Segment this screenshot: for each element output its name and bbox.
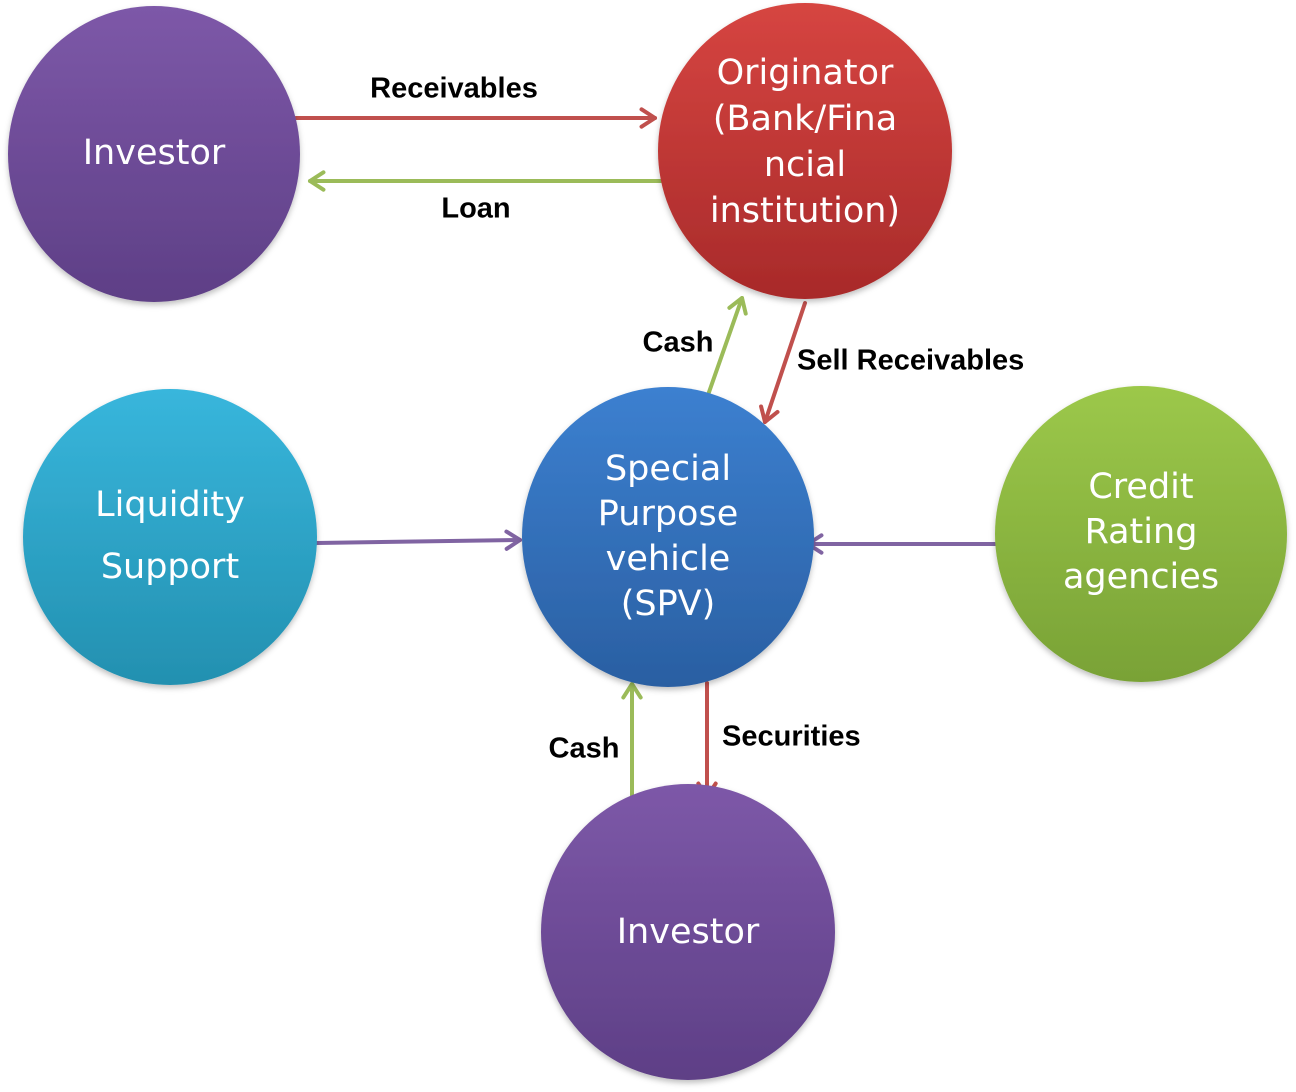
node-circle <box>995 386 1287 682</box>
arrowhead-icon <box>621 682 643 700</box>
node-label: Investor <box>617 912 760 952</box>
node-circle <box>541 784 835 1080</box>
edge-line <box>706 296 744 397</box>
node-circle <box>23 389 317 685</box>
node-investor-top: Investor <box>8 6 300 302</box>
edge-label-cash-up: Cash <box>643 327 714 359</box>
node-label: institution) <box>710 191 900 231</box>
arrowhead-icon <box>639 107 657 129</box>
edges-layer <box>294 107 997 802</box>
edge-liquidity-to-spv <box>315 529 522 551</box>
node-label: Investor <box>83 133 226 173</box>
node-label: Originator <box>717 53 894 93</box>
arrowhead-icon <box>759 404 780 424</box>
node-label: Liquidity <box>95 485 245 525</box>
node-label: Purpose <box>598 494 738 534</box>
node-label: vehicle <box>606 539 731 579</box>
node-label: agencies <box>1063 557 1219 597</box>
arrowhead-icon <box>504 529 522 551</box>
arrowhead-icon <box>727 296 748 316</box>
edge-line <box>763 301 807 424</box>
node-circle <box>522 387 814 687</box>
edge-label-receivables: Receivables <box>370 73 538 105</box>
node-label: (Bank/Fina <box>713 99 897 139</box>
edge-cash-up <box>706 296 748 397</box>
node-label: Special <box>605 449 731 489</box>
edge-loan <box>308 170 670 192</box>
edge-rating-to-spv <box>806 533 997 555</box>
edge-label-loan: Loan <box>441 193 510 225</box>
edge-label-sell-receivables: Sell Receivables <box>797 345 1024 377</box>
edge-cash-bottom <box>621 682 643 802</box>
node-circle <box>8 6 300 302</box>
node-label: Rating <box>1085 512 1198 552</box>
node-investor-bottom: Investor <box>541 784 835 1080</box>
node-label: Support <box>101 547 239 587</box>
edge-receivables <box>294 107 657 129</box>
edge-line <box>315 538 522 545</box>
node-label: ncial <box>764 145 846 185</box>
edge-label-securities: Securities <box>722 721 861 753</box>
node-originator: Originator (Bank/Fina ncial institution) <box>658 3 952 299</box>
edge-label-cash-bottom: Cash <box>549 733 620 765</box>
arrowhead-icon <box>308 170 326 192</box>
node-label: Credit <box>1088 467 1193 507</box>
node-circle <box>658 3 952 299</box>
edge-sell-receivables <box>759 301 807 424</box>
node-label: (SPV) <box>621 584 716 624</box>
edge-securities <box>696 681 718 799</box>
nodes-layer: Investor Originator (Bank/Fina ncial institu… <box>8 3 1287 1080</box>
